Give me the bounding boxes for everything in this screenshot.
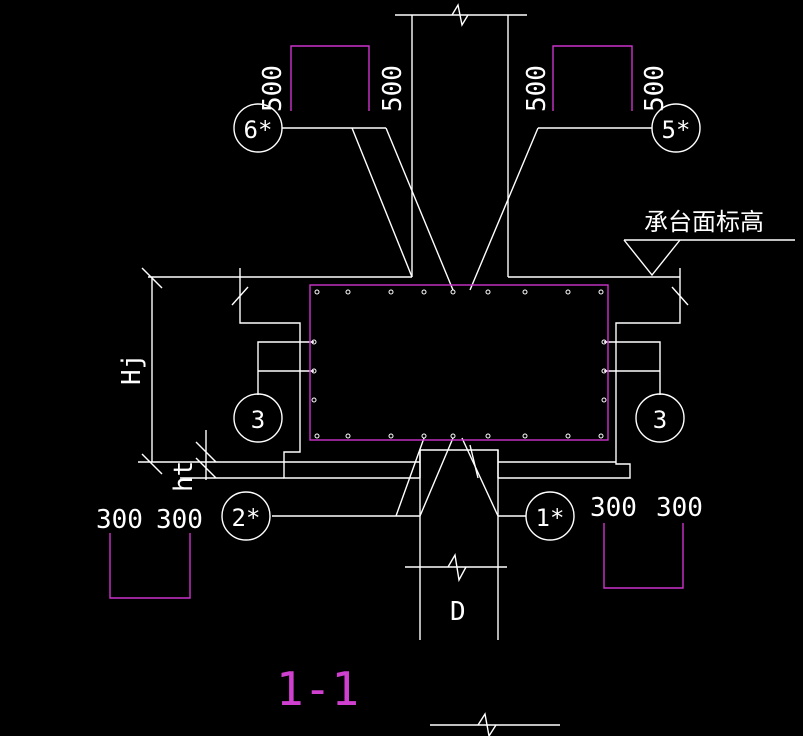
rebar-dot-bottom-0 xyxy=(314,433,320,439)
callout-circle-5 xyxy=(651,103,701,153)
leader-1-diag-a xyxy=(461,437,499,517)
dim-ht-label: ht xyxy=(169,461,199,492)
callout-2-label: 2* xyxy=(232,504,261,532)
labels: 500 500 500 500 300 300 300 300 Hj ht D … xyxy=(96,65,764,627)
hook-bar-bottom-right xyxy=(603,523,684,589)
callout-5-label: 5* xyxy=(662,116,691,144)
dim-500-a: 500 xyxy=(258,65,288,112)
rebar-dot-left-1 xyxy=(311,368,317,374)
rebar-dot-right-1 xyxy=(601,368,607,374)
ht-tick-top xyxy=(195,441,217,463)
dim-hj-label: Hj xyxy=(117,354,147,385)
elevation-triangle xyxy=(623,239,681,277)
rebar-dot-bottom-3 xyxy=(421,433,427,439)
rebar-dot-right-0 xyxy=(601,339,607,345)
callout-circle-3-left xyxy=(233,393,283,443)
cap-rebar-cage xyxy=(309,284,609,441)
leader-2-diag-a xyxy=(395,437,425,517)
rebar-dot-bottom-8 xyxy=(598,433,604,439)
rebar-dot-top-5 xyxy=(485,289,491,295)
rebar-dot-top-8 xyxy=(598,289,604,295)
rebar-dot-bottom-4 xyxy=(450,433,456,439)
cap-right-outline xyxy=(498,268,681,479)
rebar-dot-top-7 xyxy=(565,289,571,295)
leader-3-right xyxy=(604,341,661,395)
callout-circle-6 xyxy=(233,103,283,153)
rebar-dot-top-2 xyxy=(388,289,394,295)
dim-300-a: 300 xyxy=(96,505,143,535)
pile-break-symbol xyxy=(447,552,467,583)
callout-3-right-label: 3 xyxy=(653,406,667,434)
leader-2-diag-b xyxy=(419,437,454,517)
linework xyxy=(138,3,795,736)
rebar-dot-left-2 xyxy=(311,397,317,403)
rebar-dot-bottom-5 xyxy=(485,433,491,439)
rebar-dot-bottom-2 xyxy=(388,433,394,439)
rebar-dot-bottom-7 xyxy=(565,433,571,439)
cap-elevation-label: 承台面标高 xyxy=(644,208,764,236)
hj-tick-top xyxy=(141,267,163,289)
rebar-dot-top-0 xyxy=(314,289,320,295)
hj-tick-bottom xyxy=(141,453,163,475)
lower-break-symbol xyxy=(477,712,497,736)
rebar-dot-top-3 xyxy=(421,289,427,295)
rebar-dot-top-1 xyxy=(345,289,351,295)
leader-3-left xyxy=(257,341,314,395)
callout-3-left-label: 3 xyxy=(251,406,265,434)
cap-right-break xyxy=(671,286,689,306)
leader-6-diag-b xyxy=(385,127,454,291)
dim-300-d: 300 xyxy=(656,493,703,523)
dim-500-b: 500 xyxy=(378,65,408,112)
column-break-symbol xyxy=(451,3,469,27)
rebar-dot-top-6 xyxy=(522,289,528,295)
callout-circle-3-right xyxy=(635,393,685,443)
dim-500-d: 500 xyxy=(640,65,670,112)
dim-300-b: 300 xyxy=(156,505,203,535)
dim-500-c: 500 xyxy=(522,65,552,112)
rebar-dots xyxy=(311,289,607,439)
leader-6-diag-a xyxy=(351,127,413,278)
rebar-dot-top-4 xyxy=(450,289,456,295)
dim-d-label: D xyxy=(450,597,466,627)
ht-tick-bottom xyxy=(195,457,217,479)
hook-bar-top-right xyxy=(552,45,633,111)
cap-left-break xyxy=(231,286,249,306)
leader-1-diag-b xyxy=(469,444,479,479)
callout-6-label: 6* xyxy=(244,116,273,144)
rebar-dot-left-0 xyxy=(311,339,317,345)
rebar-dot-right-2 xyxy=(601,397,607,403)
leader-5-diag xyxy=(469,127,539,291)
dim-300-c: 300 xyxy=(590,493,637,523)
callout-1-label: 1* xyxy=(536,504,565,532)
rebar-dot-bottom-1 xyxy=(345,433,351,439)
hook-bar-bottom-left xyxy=(109,533,191,599)
rebar-dot-bottom-6 xyxy=(522,433,528,439)
callout-circle-1 xyxy=(525,491,575,541)
callout-circle-2 xyxy=(221,491,271,541)
hook-bar-top-left xyxy=(290,45,370,111)
rebar-group xyxy=(109,45,684,599)
section-title: 1-1 xyxy=(276,662,359,716)
